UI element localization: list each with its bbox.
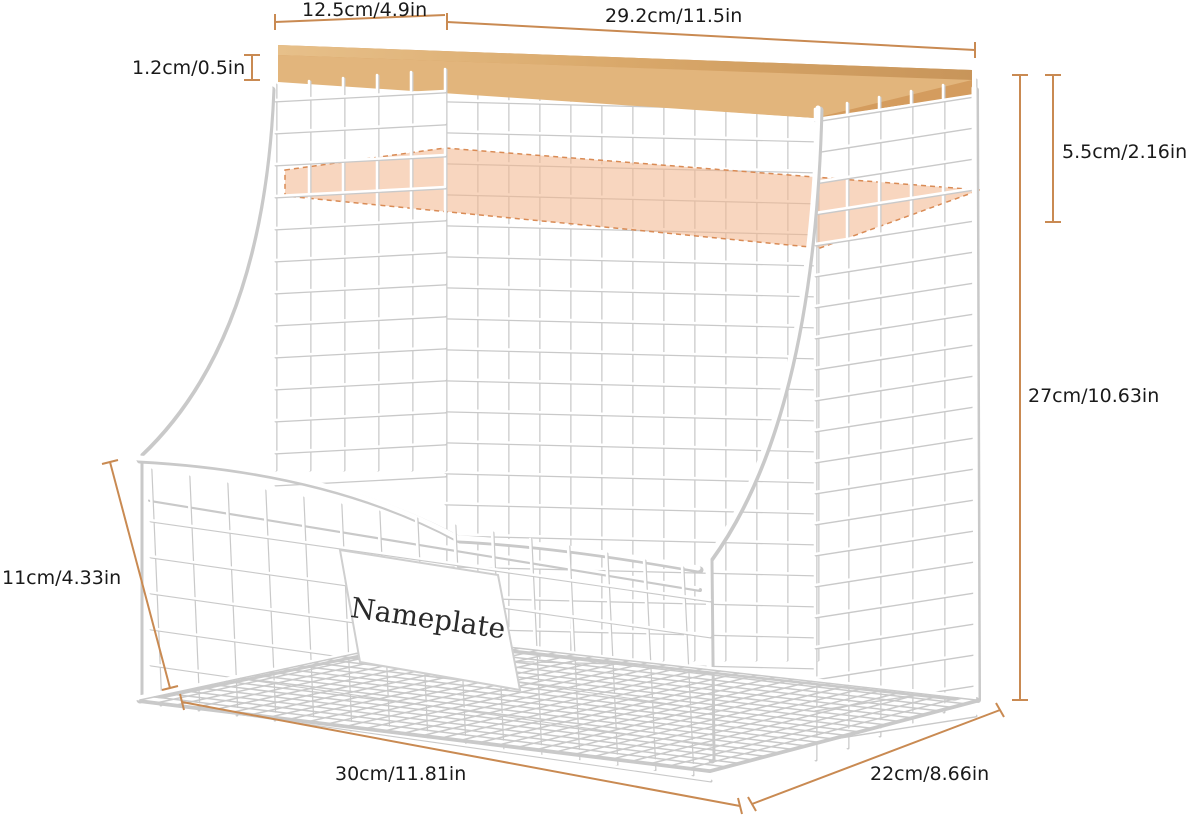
- wire-segment: [557, 682, 831, 753]
- wire-segment: [633, 690, 904, 762]
- label-base-depth: 22cm/8.66in: [870, 763, 989, 785]
- wire-segment: [273, 281, 447, 294]
- nameplate-tag-icon: Nameplate: [338, 548, 522, 692]
- wire-segment: [443, 563, 817, 576]
- wire-segment: [273, 153, 447, 166]
- wire-segment: [443, 315, 817, 328]
- wire-segment: [813, 434, 977, 463]
- wire-segment: [148, 518, 712, 602]
- wire-segment: [705, 105, 821, 761]
- wire-segment: [500, 676, 776, 746]
- wire-segment: [273, 441, 447, 454]
- wire-segment: [310, 655, 594, 722]
- wire-segment: [405, 666, 685, 734]
- wire-segment: [813, 186, 977, 215]
- wooden-shelf-icon: [278, 45, 972, 118]
- wire-segment: [135, 635, 977, 771]
- wire-segment: [386, 664, 667, 732]
- label-shelf-thickness: 1.2cm/0.5in: [132, 57, 245, 79]
- wire-segment: [443, 670, 722, 739]
- wire-segment: [148, 467, 162, 706]
- wire-segment: [813, 310, 977, 339]
- wire-segment: [813, 589, 977, 618]
- wire-segment: [273, 409, 447, 422]
- wire-segment: [813, 620, 977, 649]
- label-shelf-gap: 5.5cm/2.16in: [1062, 141, 1187, 163]
- wire-segment: [443, 377, 817, 390]
- wire-segment: [329, 657, 612, 725]
- wire-basket-icon: [135, 67, 981, 783]
- wire-segment: [462, 672, 740, 741]
- wire-segment: [595, 686, 868, 757]
- dimension-labels: 12.5cm/4.9in 29.2cm/11.5in 1.2cm/0.5in 5…: [2, 0, 1187, 785]
- wire-segment: [273, 217, 447, 230]
- wire-segment: [443, 501, 817, 514]
- dimension-lines: [101, 13, 1061, 815]
- wire-segment: [709, 699, 977, 771]
- wire-segment: [813, 93, 977, 122]
- wire-segment: [813, 372, 977, 401]
- wire-segment: [971, 85, 979, 701]
- label-shelf-depth: 12.5cm/4.9in: [302, 0, 427, 21]
- wire-segment: [443, 346, 817, 359]
- wire-segment: [443, 284, 817, 297]
- wire-segment: [443, 408, 817, 421]
- wire-segment: [443, 129, 817, 142]
- wire-segment: [813, 341, 977, 370]
- wire-segment: [652, 693, 922, 764]
- wire-segment: [443, 439, 817, 452]
- wire-segment: [813, 651, 977, 680]
- wire-segment: [481, 674, 758, 743]
- label-basket-height: 11cm/4.33in: [2, 567, 121, 589]
- wire-segment: [813, 527, 977, 556]
- wire-segment: [273, 121, 447, 134]
- wire-segment: [519, 678, 795, 748]
- wire-segment: [813, 558, 977, 587]
- wire-segment: [186, 474, 200, 711]
- wire-segment: [576, 684, 849, 755]
- wire-segment: [813, 217, 977, 246]
- wire-segment: [443, 253, 817, 266]
- wire-segment: [273, 313, 447, 326]
- wire-segment: [273, 249, 447, 262]
- wire-segment: [813, 124, 977, 153]
- wire-segment: [273, 89, 447, 102]
- label-shelf-width: 29.2cm/11.5in: [605, 5, 742, 27]
- wire-segment: [813, 155, 977, 184]
- wire-segment: [443, 532, 817, 545]
- wire-segment: [273, 377, 447, 390]
- wire-segment: [614, 688, 886, 760]
- wire-segment: [273, 185, 447, 198]
- wire-segment: [813, 465, 977, 494]
- wire-segment: [273, 345, 447, 358]
- wire-segment: [813, 248, 977, 277]
- wire-segment: [538, 680, 813, 750]
- wire-segment: [690, 697, 959, 769]
- wire-segment: [813, 496, 977, 525]
- label-base-width: 30cm/11.81in: [335, 763, 466, 785]
- wire-segment: [367, 662, 648, 729]
- wire-segment: [291, 653, 575, 720]
- wire-segment: [813, 279, 977, 308]
- wire-segment: [424, 668, 703, 736]
- wire-segment: [671, 695, 941, 767]
- wire-segment: [348, 659, 630, 727]
- wire-segment: [443, 594, 817, 607]
- wire-segment: [135, 85, 273, 701]
- label-total-height: 27cm/10.63in: [1028, 385, 1159, 407]
- wire-segment: [813, 403, 977, 432]
